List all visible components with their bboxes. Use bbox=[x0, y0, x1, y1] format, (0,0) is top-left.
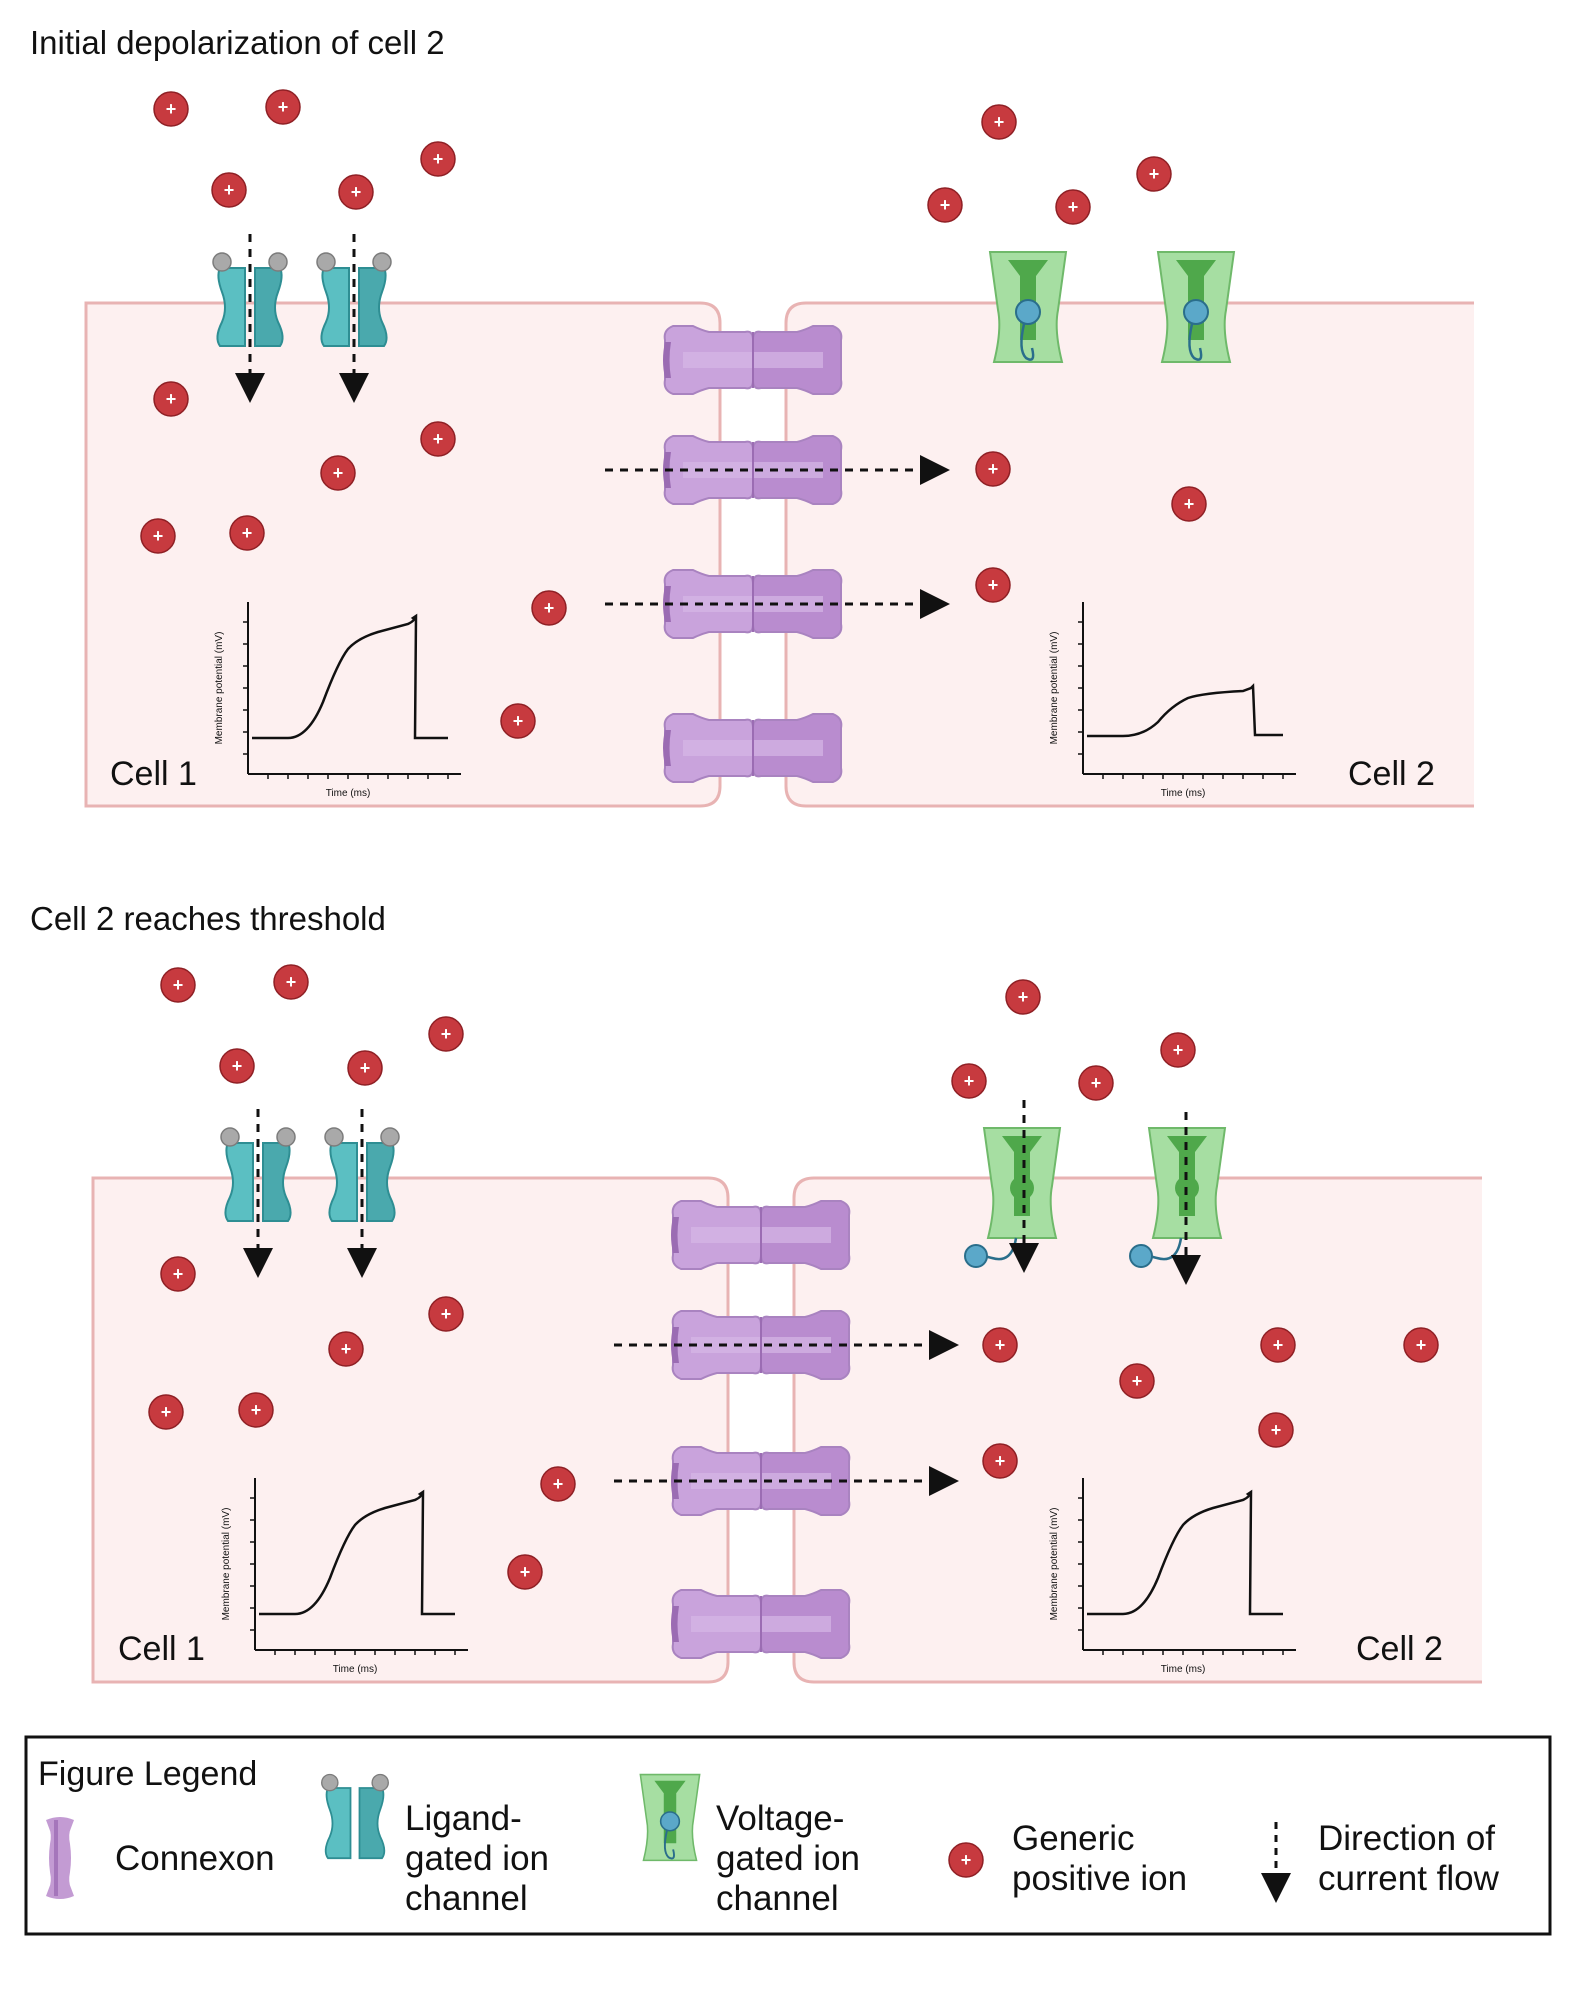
panel-title: Cell 2 reaches threshold bbox=[30, 900, 386, 937]
cell-1-membrane bbox=[84, 301, 722, 808]
cell-2-potential-graph bbox=[1048, 601, 1297, 800]
legend-label-voltage-line2: gated ion bbox=[716, 1839, 860, 1878]
cell-2-label: Cell 2 bbox=[1356, 1630, 1443, 1668]
connexon bbox=[670, 1310, 851, 1380]
voltage-gated-channel-icon bbox=[639, 1773, 701, 1862]
cell-1-label: Cell 1 bbox=[110, 755, 197, 793]
legend-title: Figure Legend bbox=[38, 1755, 257, 1793]
action-potential-trace bbox=[259, 1489, 455, 1616]
legend-label-voltage-line1: Voltage- bbox=[716, 1799, 844, 1838]
legend-label-flow-line2: current flow bbox=[1318, 1859, 1500, 1898]
connexon bbox=[662, 325, 843, 395]
legend-label-ligand-line1: Ligand- bbox=[405, 1799, 522, 1838]
panel-title: Initial depolarization of cell 2 bbox=[30, 24, 445, 61]
legend-label-voltage-line3: channel bbox=[716, 1879, 839, 1918]
connexon bbox=[670, 1589, 851, 1659]
cell-1-membrane bbox=[91, 1176, 730, 1684]
action-potential-trace bbox=[252, 613, 448, 740]
connexon bbox=[662, 713, 843, 783]
cell-2-membrane bbox=[792, 1176, 1482, 1684]
figure-legend: Figure Legend Connexon Ligand- gated ion… bbox=[24, 1735, 1552, 1936]
cell-2-label: Cell 2 bbox=[1348, 755, 1435, 793]
cell-2-potential-graph bbox=[1048, 1477, 1297, 1676]
voltage-gated-channel-closed bbox=[988, 250, 1068, 364]
cell-1-potential-graph bbox=[213, 601, 462, 800]
cell-1-potential-graph bbox=[220, 1477, 469, 1676]
voltage-gated-channel-closed bbox=[1156, 250, 1236, 364]
legend-label-ion-line1: Generic bbox=[1012, 1819, 1135, 1858]
connexon bbox=[662, 435, 843, 505]
legend-label-flow-line1: Direction of bbox=[1318, 1819, 1495, 1858]
legend-box bbox=[24, 1735, 1552, 1936]
panel-threshold: Cell 2 reaches threshold bbox=[30, 900, 1482, 1684]
panel-initial-depolarization: Initial depolarization of cell 2 bbox=[30, 24, 1474, 808]
action-potential-trace bbox=[1087, 1489, 1283, 1616]
legend-label-connexon: Connexon bbox=[115, 1839, 275, 1878]
subthreshold-trace bbox=[1087, 683, 1283, 738]
connexon bbox=[670, 1446, 851, 1516]
legend-label-ion-line2: positive ion bbox=[1012, 1859, 1187, 1898]
legend-label-ligand-line2: gated ion bbox=[405, 1839, 549, 1878]
legend-label-ligand-line3: channel bbox=[405, 1879, 528, 1918]
cell-1-label: Cell 1 bbox=[118, 1630, 205, 1668]
cell-2-membrane bbox=[784, 301, 1474, 808]
connexon-icon bbox=[46, 1817, 74, 1899]
connexon bbox=[670, 1200, 851, 1270]
positive-ion-icon bbox=[948, 1842, 984, 1878]
connexon bbox=[662, 569, 843, 639]
